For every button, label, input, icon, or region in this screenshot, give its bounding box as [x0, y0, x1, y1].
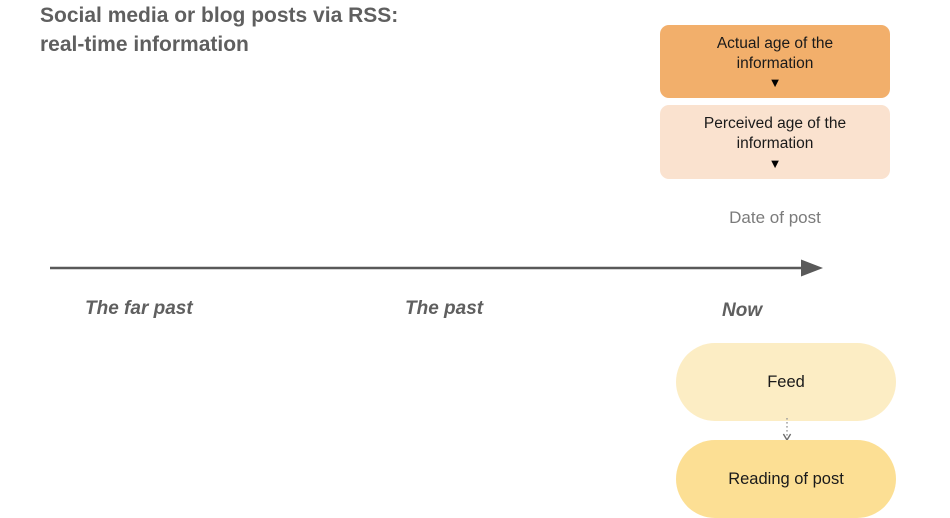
timeline-label-now: Now	[722, 300, 763, 321]
feed-node: Feed	[676, 343, 896, 421]
timeline-arrow-icon	[50, 259, 823, 277]
page-title: Social media or blog posts via RSS: real…	[40, 4, 399, 56]
actual-age-label: Actual age of the information	[716, 34, 834, 72]
timeline-label-far-past: The far past	[85, 298, 193, 319]
timeline-axis	[50, 248, 830, 290]
down-triangle-icon: ▼	[768, 75, 782, 91]
timeline-label-past: The past	[405, 298, 484, 319]
actual-age-box: Actual age of the information ▼	[660, 25, 890, 98]
feed-label: Feed	[767, 372, 805, 391]
reading-of-post-node: Reading of post	[676, 440, 896, 518]
perceived-age-box: Perceived age of the information ▼	[660, 105, 890, 179]
date-of-post-caption: Date of post	[729, 208, 821, 227]
down-triangle-icon: ▼	[768, 155, 782, 171]
perceived-age-label: Perceived age of the information	[703, 115, 847, 152]
reading-of-post-label: Reading of post	[728, 469, 844, 488]
